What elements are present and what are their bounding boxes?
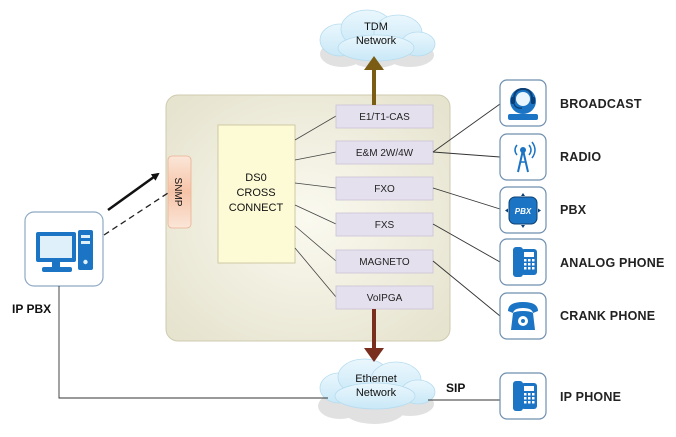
endpoint-pbx: PBX [499, 186, 547, 234]
cross-connect-line3: CONNECT [229, 202, 284, 214]
tdm-cloud: TDM Network [319, 9, 436, 68]
ethernet-downlink-arrow [364, 309, 384, 362]
snmp-label: SNMP [172, 178, 183, 207]
endpoint-links [432, 103, 501, 317]
tdm-uplink-arrow [364, 56, 384, 105]
module-em-2w4w [335, 140, 434, 165]
endpoint-ip-phone [499, 372, 547, 420]
module-list: E1/T1-CAS E&M 2W/4W FXO FXS MAGNETO VoIP… [335, 104, 434, 310]
tdm-cloud-line1: TDM [364, 21, 388, 33]
cross-connect-line1: DS0 [245, 172, 266, 184]
snmp-link [103, 172, 169, 236]
endpoint-label-analog-phone: ANALOG PHONE [560, 256, 665, 270]
module-label: VoIPGA [367, 293, 403, 304]
ethernet-cloud-line1: Ethernet [355, 373, 397, 385]
endpoint-label-radio: RADIO [560, 150, 601, 164]
ethernet-cloud-line2: Network [356, 387, 397, 399]
ip-pbx-label: IP PBX [12, 302, 51, 316]
module-label: E1/T1-CAS [359, 112, 410, 123]
endpoint-label-crank-phone: CRANK PHONE [560, 309, 655, 323]
endpoint-analog-phone [499, 238, 547, 286]
computer-glyph [36, 230, 93, 272]
endpoint-radio [499, 133, 547, 181]
endpoint-broadcast [499, 79, 547, 127]
endpoint-crank-phone [499, 292, 547, 340]
ip-pbx-node [24, 211, 104, 287]
module-voipga [335, 285, 434, 310]
ip-pbx-ethernet-link [58, 286, 328, 399]
ip-phone-label: IP PHONE [560, 390, 621, 404]
module-label: MAGNETO [359, 257, 410, 268]
svg-text:PBX: PBX [515, 207, 532, 216]
sip-label: SIP [446, 381, 465, 395]
module-e1t1-cas [335, 104, 434, 129]
endpoint-label-broadcast: BROADCAST [560, 97, 642, 111]
module-label: FXO [374, 184, 395, 195]
module-fxo [335, 176, 434, 201]
module-label: E&M 2W/4W [356, 148, 414, 159]
radio-antenna-icon [499, 133, 547, 181]
ethernet-cloud: Ethernet Network [318, 358, 436, 424]
endpoint-label-pbx: PBX [560, 203, 587, 217]
tdm-cloud-line2: Network [356, 35, 397, 47]
cross-connect-links [294, 115, 337, 298]
cross-connect-line2: CROSS [236, 187, 275, 199]
snmp-tab [167, 155, 192, 229]
module-label: FXS [375, 220, 395, 231]
cross-connect-box [217, 124, 296, 264]
